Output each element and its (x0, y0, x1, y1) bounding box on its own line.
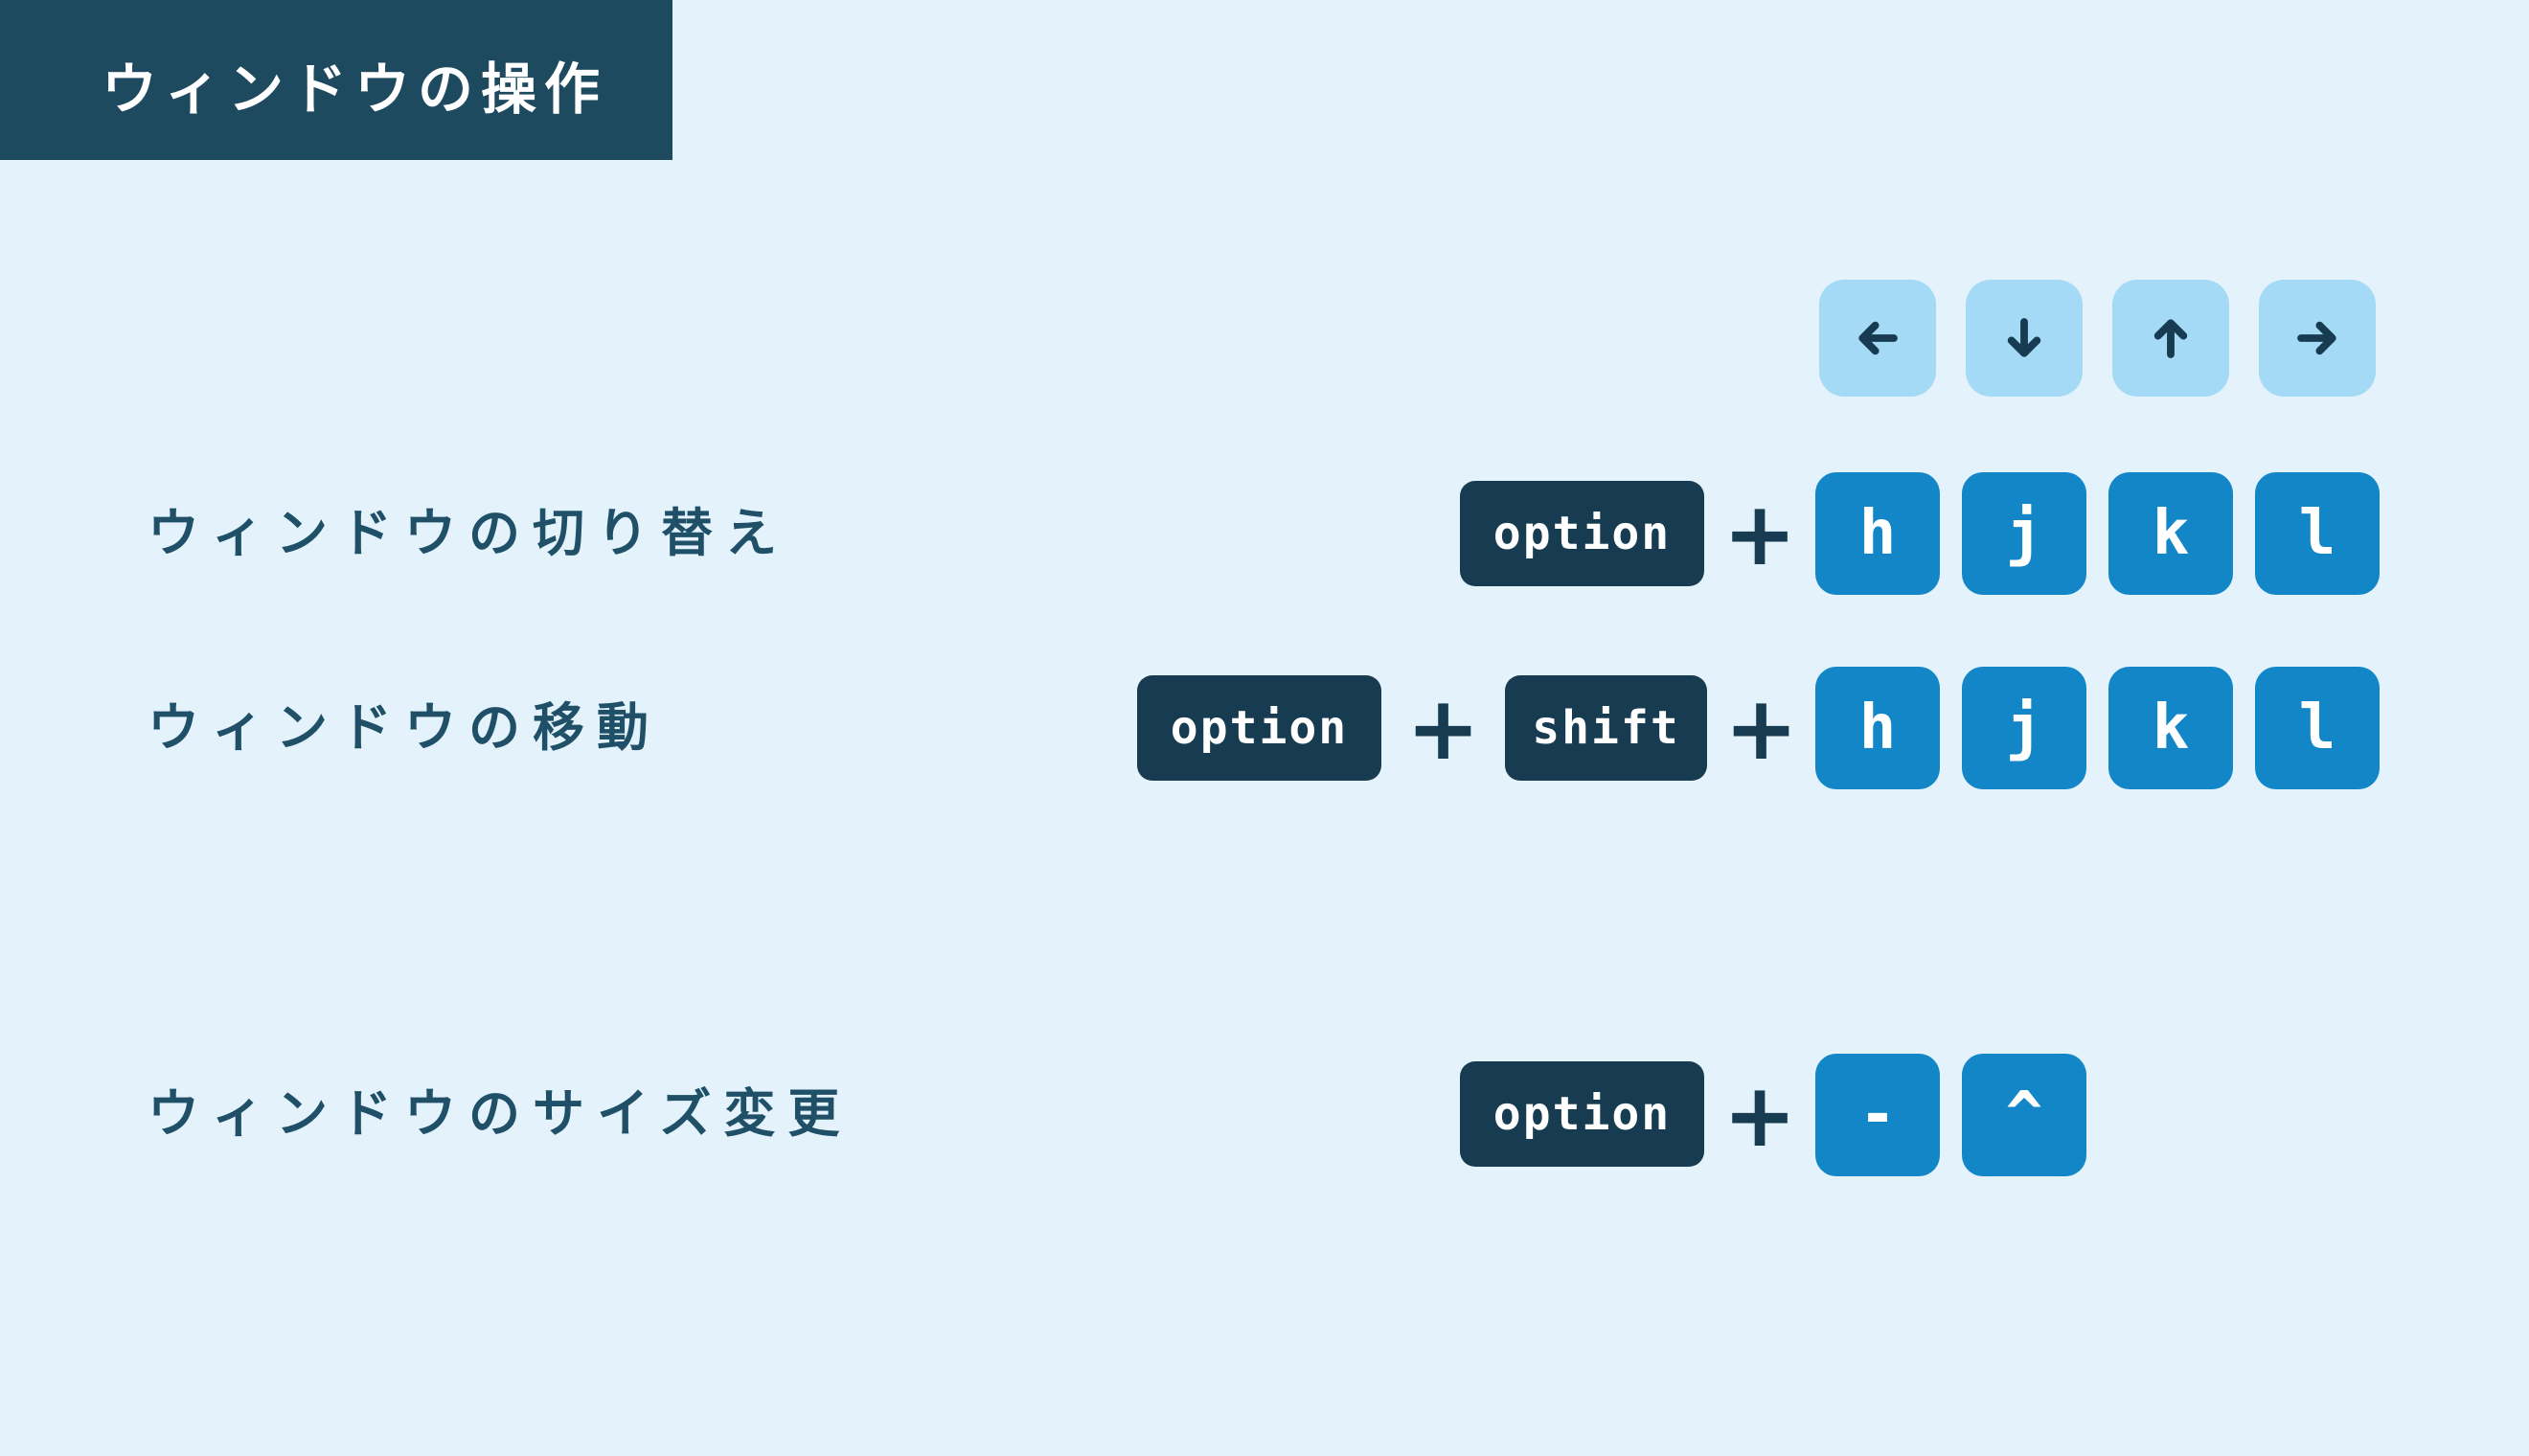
key-j-label: j (2005, 498, 2043, 569)
key-l-label: l (2298, 498, 2336, 569)
arrow-key-left (1819, 280, 1936, 397)
arrow-up-icon (2153, 319, 2188, 358)
option-key: option (1460, 481, 1704, 586)
key-caret: ^ (1962, 1054, 2086, 1176)
key-h: h (1815, 472, 1940, 595)
page-title: ウィンドウの操作 (102, 57, 608, 121)
plus-separator: + (1704, 472, 1815, 595)
key-minus: - (1815, 1054, 1940, 1176)
arrow-left-icon (1858, 321, 1898, 355)
key-k: k (2108, 667, 2233, 789)
key-j: j (1962, 667, 2086, 789)
plus-separator: + (1704, 1054, 1815, 1176)
key-k-label: k (2152, 693, 2190, 763)
shift-key-label: shift (1532, 701, 1680, 755)
arrow-key-right (2259, 280, 2376, 397)
option-key-label: option (1492, 1087, 1672, 1141)
option-key: option (1137, 675, 1381, 781)
arrow-key-down (1966, 280, 2083, 397)
row-resize-label: ウィンドウのサイズ変更 (148, 1085, 853, 1143)
key-l-label: l (2298, 693, 2336, 763)
key-k: k (2108, 472, 2233, 595)
row-move-label: ウィンドウの移動 (148, 699, 661, 757)
key-l: l (2255, 472, 2380, 595)
key-h: h (1815, 667, 1940, 789)
key-l: l (2255, 667, 2380, 789)
key-h-label: h (1858, 498, 1897, 569)
key-j-label: j (2005, 693, 2043, 763)
option-key-label: option (1170, 701, 1349, 755)
title-banner: ウィンドウの操作 (0, 0, 672, 160)
option-key: option (1460, 1061, 1704, 1167)
plus-label: + (1723, 676, 1799, 780)
row-switch-label: ウィンドウの切り替え (148, 505, 789, 562)
arrow-right-icon (2297, 321, 2336, 355)
plus-label: + (1722, 1063, 1797, 1167)
key-k-label: k (2152, 498, 2190, 569)
key-h-label: h (1858, 693, 1897, 763)
arrow-key-up (2112, 280, 2229, 397)
arrow-down-icon (2007, 318, 2041, 357)
key-caret-label: ^ (2005, 1080, 2043, 1150)
shift-key: shift (1505, 675, 1707, 781)
key-j: j (1962, 472, 2086, 595)
plus-separator: + (1707, 667, 1815, 789)
plus-label: + (1405, 676, 1481, 780)
plus-separator: + (1381, 667, 1505, 789)
plus-label: + (1722, 482, 1797, 585)
option-key-label: option (1492, 507, 1672, 560)
key-minus-label: - (1858, 1080, 1897, 1150)
